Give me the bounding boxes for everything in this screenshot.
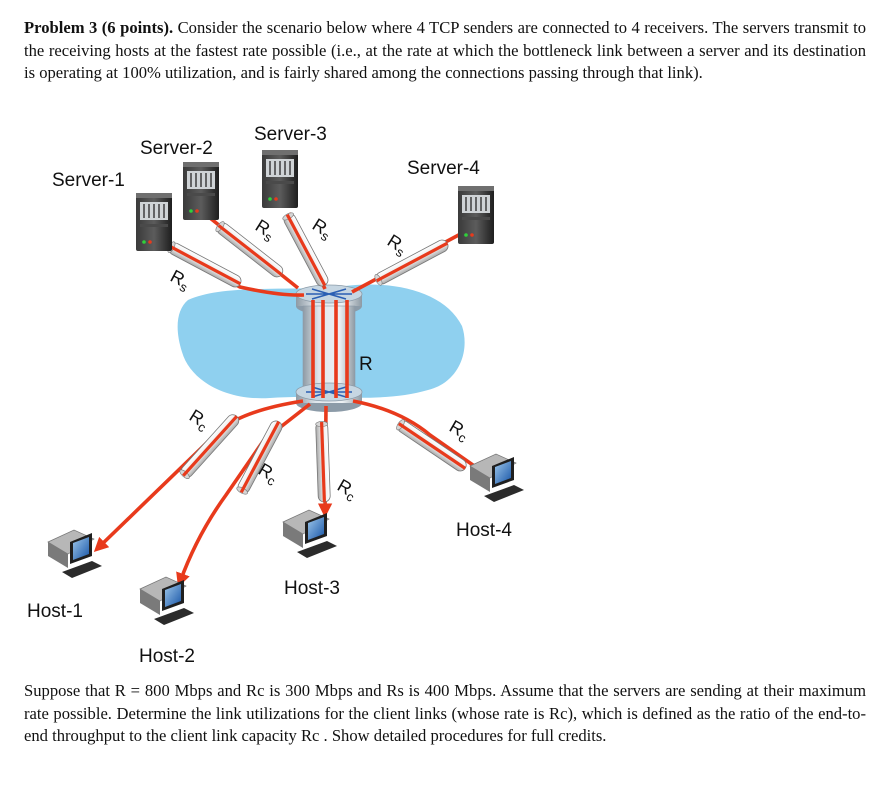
link-pipe-host2	[234, 417, 286, 498]
host-4-label: Host-4	[456, 520, 512, 541]
server-4-icon	[457, 185, 495, 245]
problem-intro: Problem 3 (6 points). Consider the scena…	[24, 17, 866, 85]
host-1-label: Host-1	[27, 601, 83, 622]
host-4-icon	[469, 453, 525, 503]
flow-host4	[352, 399, 482, 472]
host-3-label: Host-3	[284, 578, 340, 599]
server-1-label: Server-1	[52, 170, 125, 191]
host-1-icon	[47, 529, 103, 579]
problem-intro-text: Consider the scenario below where 4 TCP …	[24, 18, 866, 82]
link-pipe-host3	[313, 419, 332, 504]
server-2-label: Server-2	[140, 138, 213, 159]
host-2-label: Host-2	[139, 646, 195, 667]
server-1-rate-label: Rs	[166, 266, 194, 296]
server-3-rate-label: Rs	[307, 214, 336, 244]
server-2-icon	[182, 161, 220, 221]
server-3-icon	[261, 149, 299, 209]
server-2-rate-label: Rs	[250, 215, 279, 245]
host-4-rate-label: Rc	[445, 416, 474, 446]
flow-server1	[156, 238, 305, 297]
flow-host2	[176, 402, 312, 588]
host-2-icon	[139, 576, 195, 626]
host-3-rate-label: Rc	[333, 475, 362, 505]
bottleneck-rate-label: R	[359, 354, 373, 375]
problem-question: Suppose that R = 800 Mbps and Rc is 300 …	[24, 681, 866, 745]
server-4-label: Server-4	[407, 158, 480, 179]
host-1-rate-label: Rc	[184, 405, 213, 435]
server-3-label: Server-3	[254, 124, 327, 145]
server-4-rate-label: Rs	[382, 230, 411, 260]
problem-heading: Problem 3 (6 points).	[24, 18, 174, 37]
server-1-icon	[135, 192, 173, 252]
host-3-icon	[282, 509, 338, 559]
